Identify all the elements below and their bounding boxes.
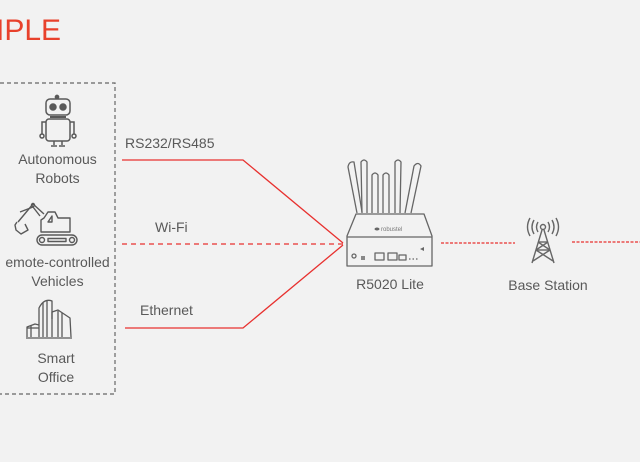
connection-label-wifi: Wi-Fi — [155, 219, 188, 235]
device-group-box — [0, 82, 116, 395]
cell-tower-icon — [526, 217, 560, 264]
connection-label-ethernet: Ethernet — [140, 302, 193, 318]
router-label: R5020 Lite — [356, 276, 424, 292]
device-label-robots: Autonomous Robots — [18, 151, 97, 186]
excavator-icon — [14, 202, 78, 246]
device-label-vehicles: emote-controlled Vehicles — [5, 254, 110, 289]
base-station-label: Base Station — [508, 277, 588, 293]
svg-text:robustel: robustel — [381, 227, 402, 233]
ethernet-connection-line — [125, 244, 344, 329]
connection-label-rs232: RS232/RS485 — [125, 135, 215, 151]
device-label-smart-office: Smart Office — [37, 350, 75, 385]
robot-icon — [39, 94, 77, 147]
building-icon — [26, 299, 72, 339]
page-title: IPLE — [0, 14, 62, 47]
rs232-connection-line — [122, 159, 344, 244]
router-icon: robustel — [346, 159, 433, 267]
